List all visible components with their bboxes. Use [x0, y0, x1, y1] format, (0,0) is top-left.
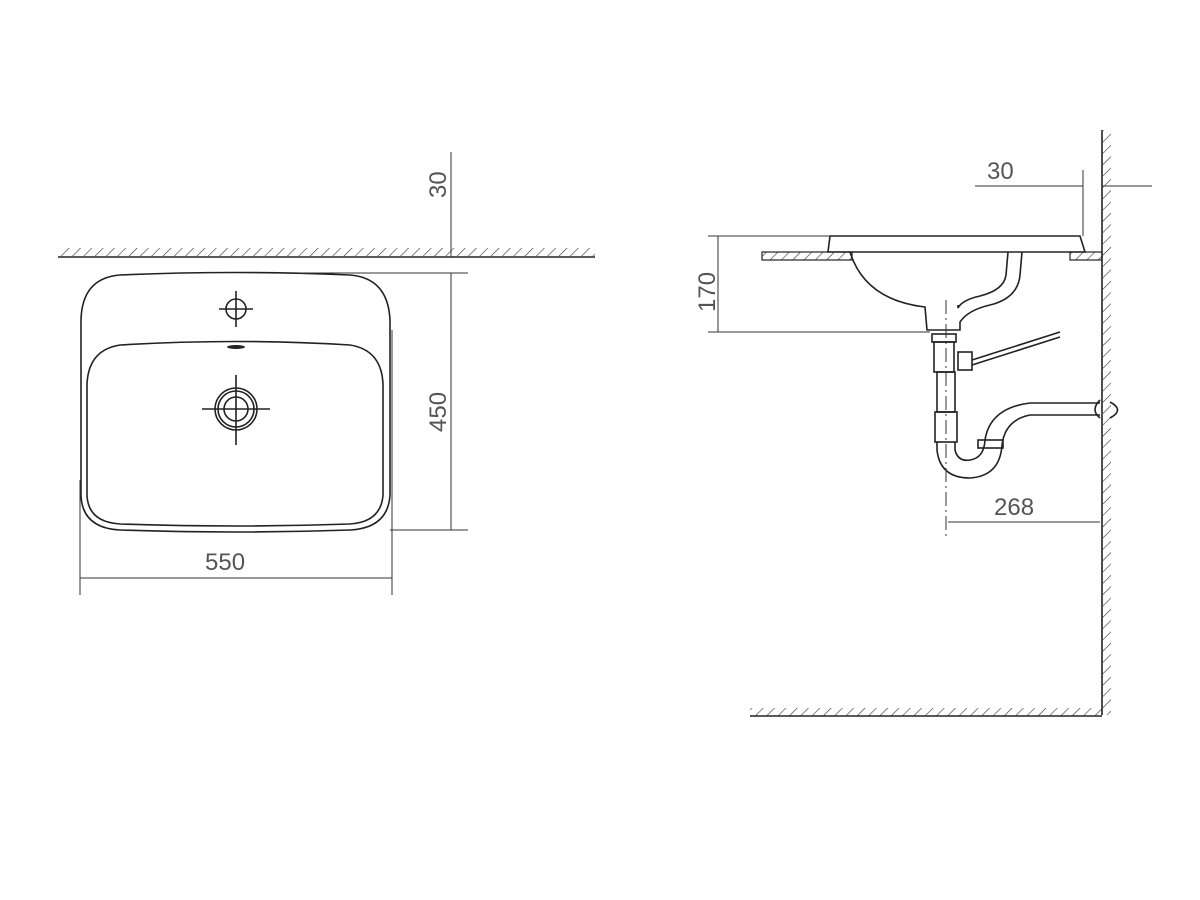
dimension-268-label: 268 [994, 494, 1034, 521]
dimension-30-label: 30 [425, 171, 452, 198]
side-view: 30 170 268 [694, 130, 1152, 717]
plan-view: 30 450 550 [58, 152, 595, 595]
countertop-left [761, 251, 853, 261]
overflow-slot [227, 345, 245, 349]
floor-hatch [750, 708, 1102, 716]
drain-pipe [931, 300, 1119, 540]
dimension-450-label: 450 [425, 392, 452, 432]
tap-hole-icon [219, 291, 253, 327]
basin-bowl [86, 340, 384, 527]
basin-rim [827, 235, 1087, 253]
wall-hatch [1103, 130, 1111, 715]
basin-bowl-side [849, 251, 1023, 331]
dimension-550-label: 550 [205, 549, 245, 576]
wall-hatch [58, 248, 595, 256]
side-dimension-30-label: 30 [987, 158, 1014, 185]
countertop-right [1069, 251, 1103, 261]
dimension-170-label: 170 [694, 272, 721, 312]
drain-hole-icon [202, 375, 270, 445]
